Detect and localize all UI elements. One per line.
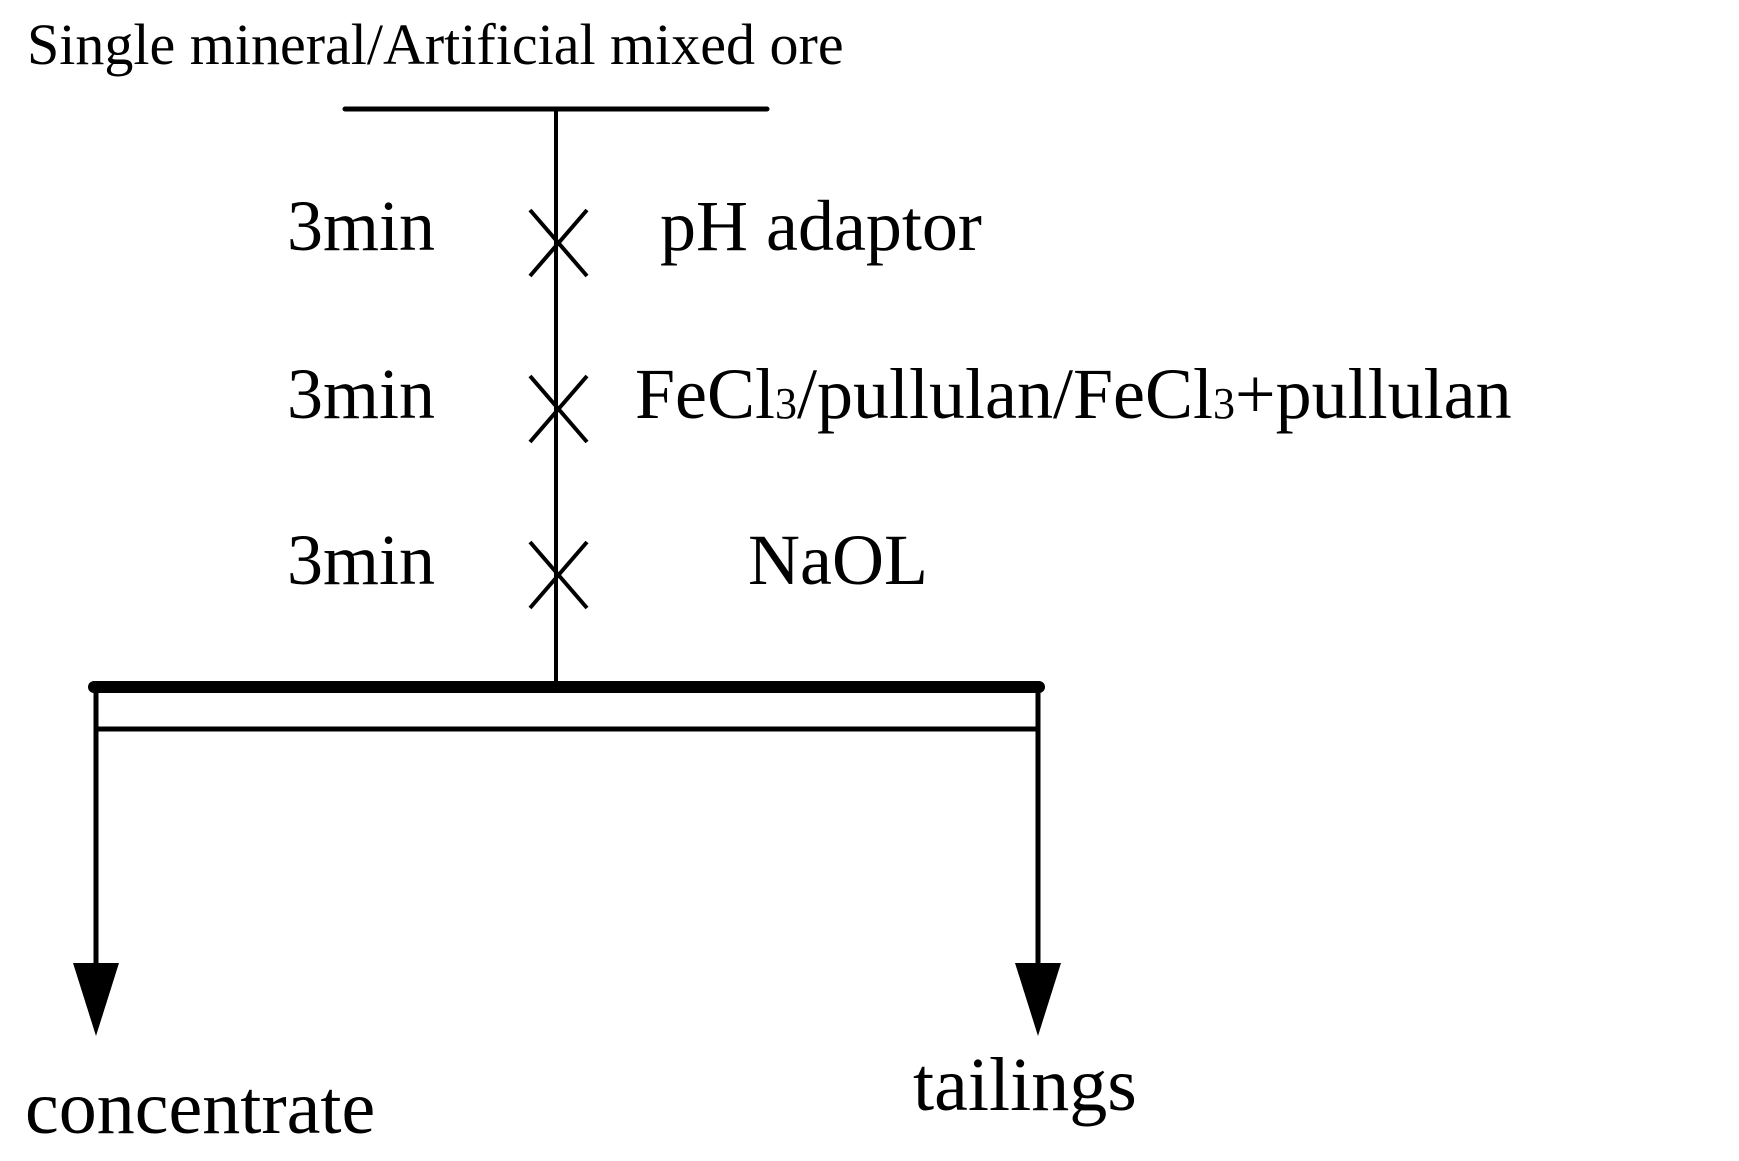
step-1-reagent: pH adaptor [660,186,982,266]
arrow-down-icon [73,963,119,1036]
step-1-time: 3min [287,186,435,266]
step-2-time: 3min [287,354,435,434]
concentrate-label: concentrate [25,1066,375,1150]
stir-x-icon [528,374,589,444]
feed-label: Single mineral/Artificial mixed ore [27,12,844,77]
step-2-reagent: FeCl3/pullulan/FeCl3+pullulan [635,354,1512,434]
arrow-down-icon [1015,963,1061,1036]
tailings-label: tailings [913,1043,1137,1127]
step-3-time: 3min [287,520,435,600]
stir-x-icon [528,208,589,278]
stir-x-icon [528,540,589,610]
step-3-reagent: NaOL [748,520,928,600]
